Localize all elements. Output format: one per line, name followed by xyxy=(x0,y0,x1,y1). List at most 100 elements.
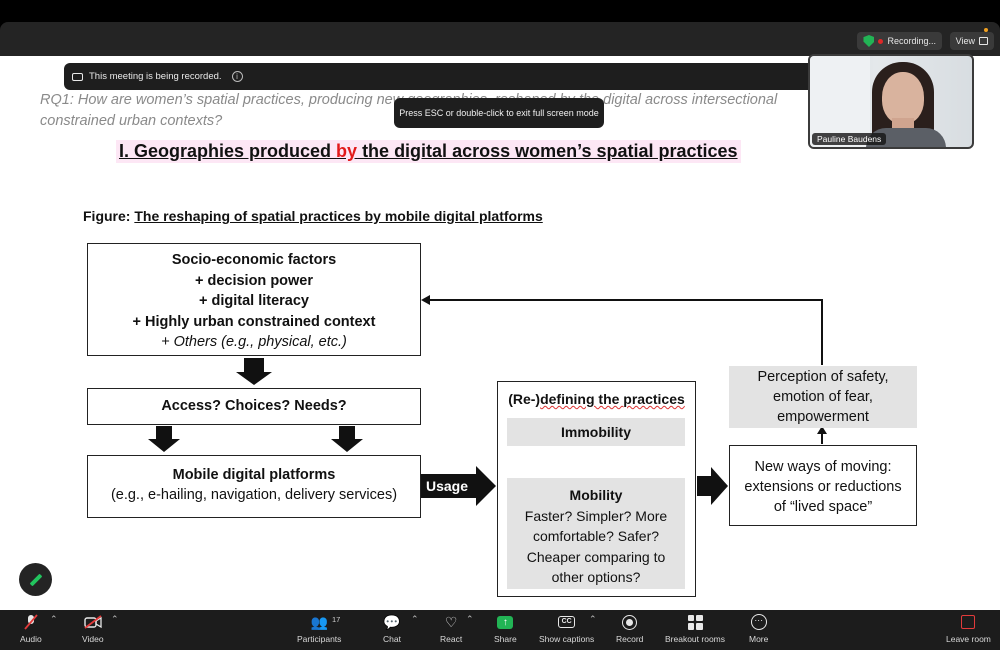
react-caret-icon[interactable]: ⌃ xyxy=(466,614,474,624)
figure-prefix: Figure: xyxy=(83,208,135,224)
meeting-top-bar: Recording... View xyxy=(0,22,1000,56)
figure-title: Figure: The reshaping of spatial practic… xyxy=(83,208,543,224)
heading-part-2: the digital across women’s spatial pract… xyxy=(357,141,738,161)
box6-line2: extensions or reductions xyxy=(744,479,902,495)
share-arrow-icon: ↑ xyxy=(497,615,514,629)
feedback-arrow xyxy=(428,299,823,365)
share-label: Share xyxy=(494,634,517,644)
box1-line2: + decision power xyxy=(194,272,314,289)
box6-line3: of “lived space” xyxy=(773,499,873,515)
heading-by: by xyxy=(336,141,358,161)
figure-title-text: The reshaping of spatial practices by mo… xyxy=(134,208,543,224)
breakout-label: Breakout rooms xyxy=(665,634,725,644)
more-button[interactable]: ··· More xyxy=(749,610,768,650)
box6-line1: New ways of moving: xyxy=(754,459,892,475)
captions-caret-icon[interactable]: ⌃ xyxy=(589,614,597,624)
info-icon[interactable]: i xyxy=(231,71,243,82)
practices-title-pre: (Re-) xyxy=(508,391,541,407)
people-icon: 👥 xyxy=(310,613,328,630)
usage-label: Usage xyxy=(426,478,468,494)
participant-shirt xyxy=(866,128,946,147)
practices-box: (Re-)defining the practices Immobility M… xyxy=(497,381,696,597)
leave-room-button[interactable]: Leave room xyxy=(946,610,991,650)
arrow-up-head xyxy=(817,426,827,434)
leave-label: Leave room xyxy=(946,634,991,644)
notification-dot xyxy=(984,28,988,32)
participants-count: 17 xyxy=(332,615,341,624)
recording-banner: This meeting is being recorded. i xyxy=(64,63,824,90)
view-label: View xyxy=(955,36,975,46)
mobility-line1: Faster? Simpler? More xyxy=(524,507,668,524)
muted-mic-icon xyxy=(24,610,38,634)
video-background xyxy=(810,56,870,147)
react-button[interactable]: ♡ React xyxy=(440,610,462,650)
box3-line2: (e.g., e-hailing, navigation, delivery s… xyxy=(110,487,398,503)
chat-caret-icon[interactable]: ⌃ xyxy=(411,614,419,624)
participant-video[interactable]: Pauline Baudens xyxy=(808,54,974,149)
breakout-rooms-button[interactable]: Breakout rooms xyxy=(665,610,725,650)
box5-line1: Perception of safety, xyxy=(757,369,889,385)
breakout-rooms-icon xyxy=(687,614,703,630)
record-label: Record xyxy=(616,634,644,644)
box5-line2: emotion of fear, xyxy=(773,389,873,405)
mobility-line3: Cheaper comparing to xyxy=(526,548,666,565)
chat-label: Chat xyxy=(383,634,401,644)
shield-icon xyxy=(863,35,875,47)
rq-line-2: constrained urban contexts? xyxy=(40,113,223,129)
platforms-box: Mobile digital platforms (e.g., e-hailin… xyxy=(87,455,421,518)
exit-fullscreen-tooltip: Press ESC or double-click to exit full s… xyxy=(394,98,604,128)
grid-view-icon xyxy=(979,37,988,45)
meeting-toolbar: Audio ⌃ Video ⌃ 👥 Participants 17 💬 Chat… xyxy=(0,610,1000,650)
video-caret-icon[interactable]: ⌃ xyxy=(111,614,119,624)
recording-label: Recording... xyxy=(887,36,936,46)
audio-caret-icon[interactable]: ⌃ xyxy=(50,614,58,624)
mobility-line2: comfortable? Safer? xyxy=(532,528,660,544)
more-icon: ··· xyxy=(750,614,767,630)
pen-icon xyxy=(29,573,42,586)
leave-door-icon xyxy=(961,615,976,629)
usage-arrow xyxy=(421,466,496,506)
heading-part-1: I. Geographies produced xyxy=(119,141,337,161)
recording-indicator[interactable]: Recording... xyxy=(857,32,942,50)
chat-icon: 💬 xyxy=(383,613,401,630)
video-label: Video xyxy=(82,634,104,644)
captions-button[interactable]: CC Show captions xyxy=(539,610,594,650)
participants-label: Participants xyxy=(297,634,342,644)
recording-camera-icon xyxy=(72,72,83,81)
record-icon xyxy=(622,614,638,630)
mobility-box: Mobility Faster? Simpler? More comfortab… xyxy=(507,478,685,589)
record-button[interactable]: Record xyxy=(616,610,643,650)
chat-button[interactable]: 💬 Chat xyxy=(383,610,401,650)
box1-line1: Socio-economic factors xyxy=(171,252,337,268)
mobility-title: Mobility xyxy=(569,487,623,503)
captions-icon: CC xyxy=(558,616,576,628)
box5-line3: empowerment xyxy=(777,409,869,425)
annotate-button[interactable] xyxy=(19,563,52,596)
practices-title: (Re-)defining the practices xyxy=(498,391,695,407)
view-button[interactable]: View xyxy=(949,32,994,50)
video-button[interactable]: Video xyxy=(82,610,104,650)
diagram-arrows: Usage xyxy=(148,295,827,506)
perception-box: Perception of safety, emotion of fear, e… xyxy=(729,366,917,428)
video-off-icon xyxy=(84,610,102,634)
arrow-down-3 xyxy=(331,426,363,452)
box3-line1: Mobile digital platforms xyxy=(172,467,336,483)
practices-title-post: defining the practices xyxy=(540,391,685,407)
box1-line3: + digital literacy xyxy=(198,293,309,309)
audio-button[interactable]: Audio xyxy=(20,610,42,650)
participants-button[interactable]: 👥 Participants xyxy=(297,610,341,650)
access-box: Access? Choices? Needs? xyxy=(87,388,421,425)
captions-label: Show captions xyxy=(539,634,595,644)
participant-face xyxy=(882,72,924,124)
box1-line4: + Highly urban constrained context xyxy=(132,313,376,330)
participant-name: Pauline Baudens xyxy=(812,133,887,145)
new-ways-box: New ways of moving: extensions or reduct… xyxy=(729,445,917,526)
mobility-line4: other options? xyxy=(551,569,641,585)
record-dot-icon xyxy=(878,38,884,44)
feedback-arrow-head xyxy=(421,295,430,305)
share-button[interactable]: ↑ Share xyxy=(494,610,517,650)
more-label: More xyxy=(749,634,769,644)
recording-banner-text: This meeting is being recorded. xyxy=(89,71,222,82)
arrow-right-2 xyxy=(697,467,728,505)
